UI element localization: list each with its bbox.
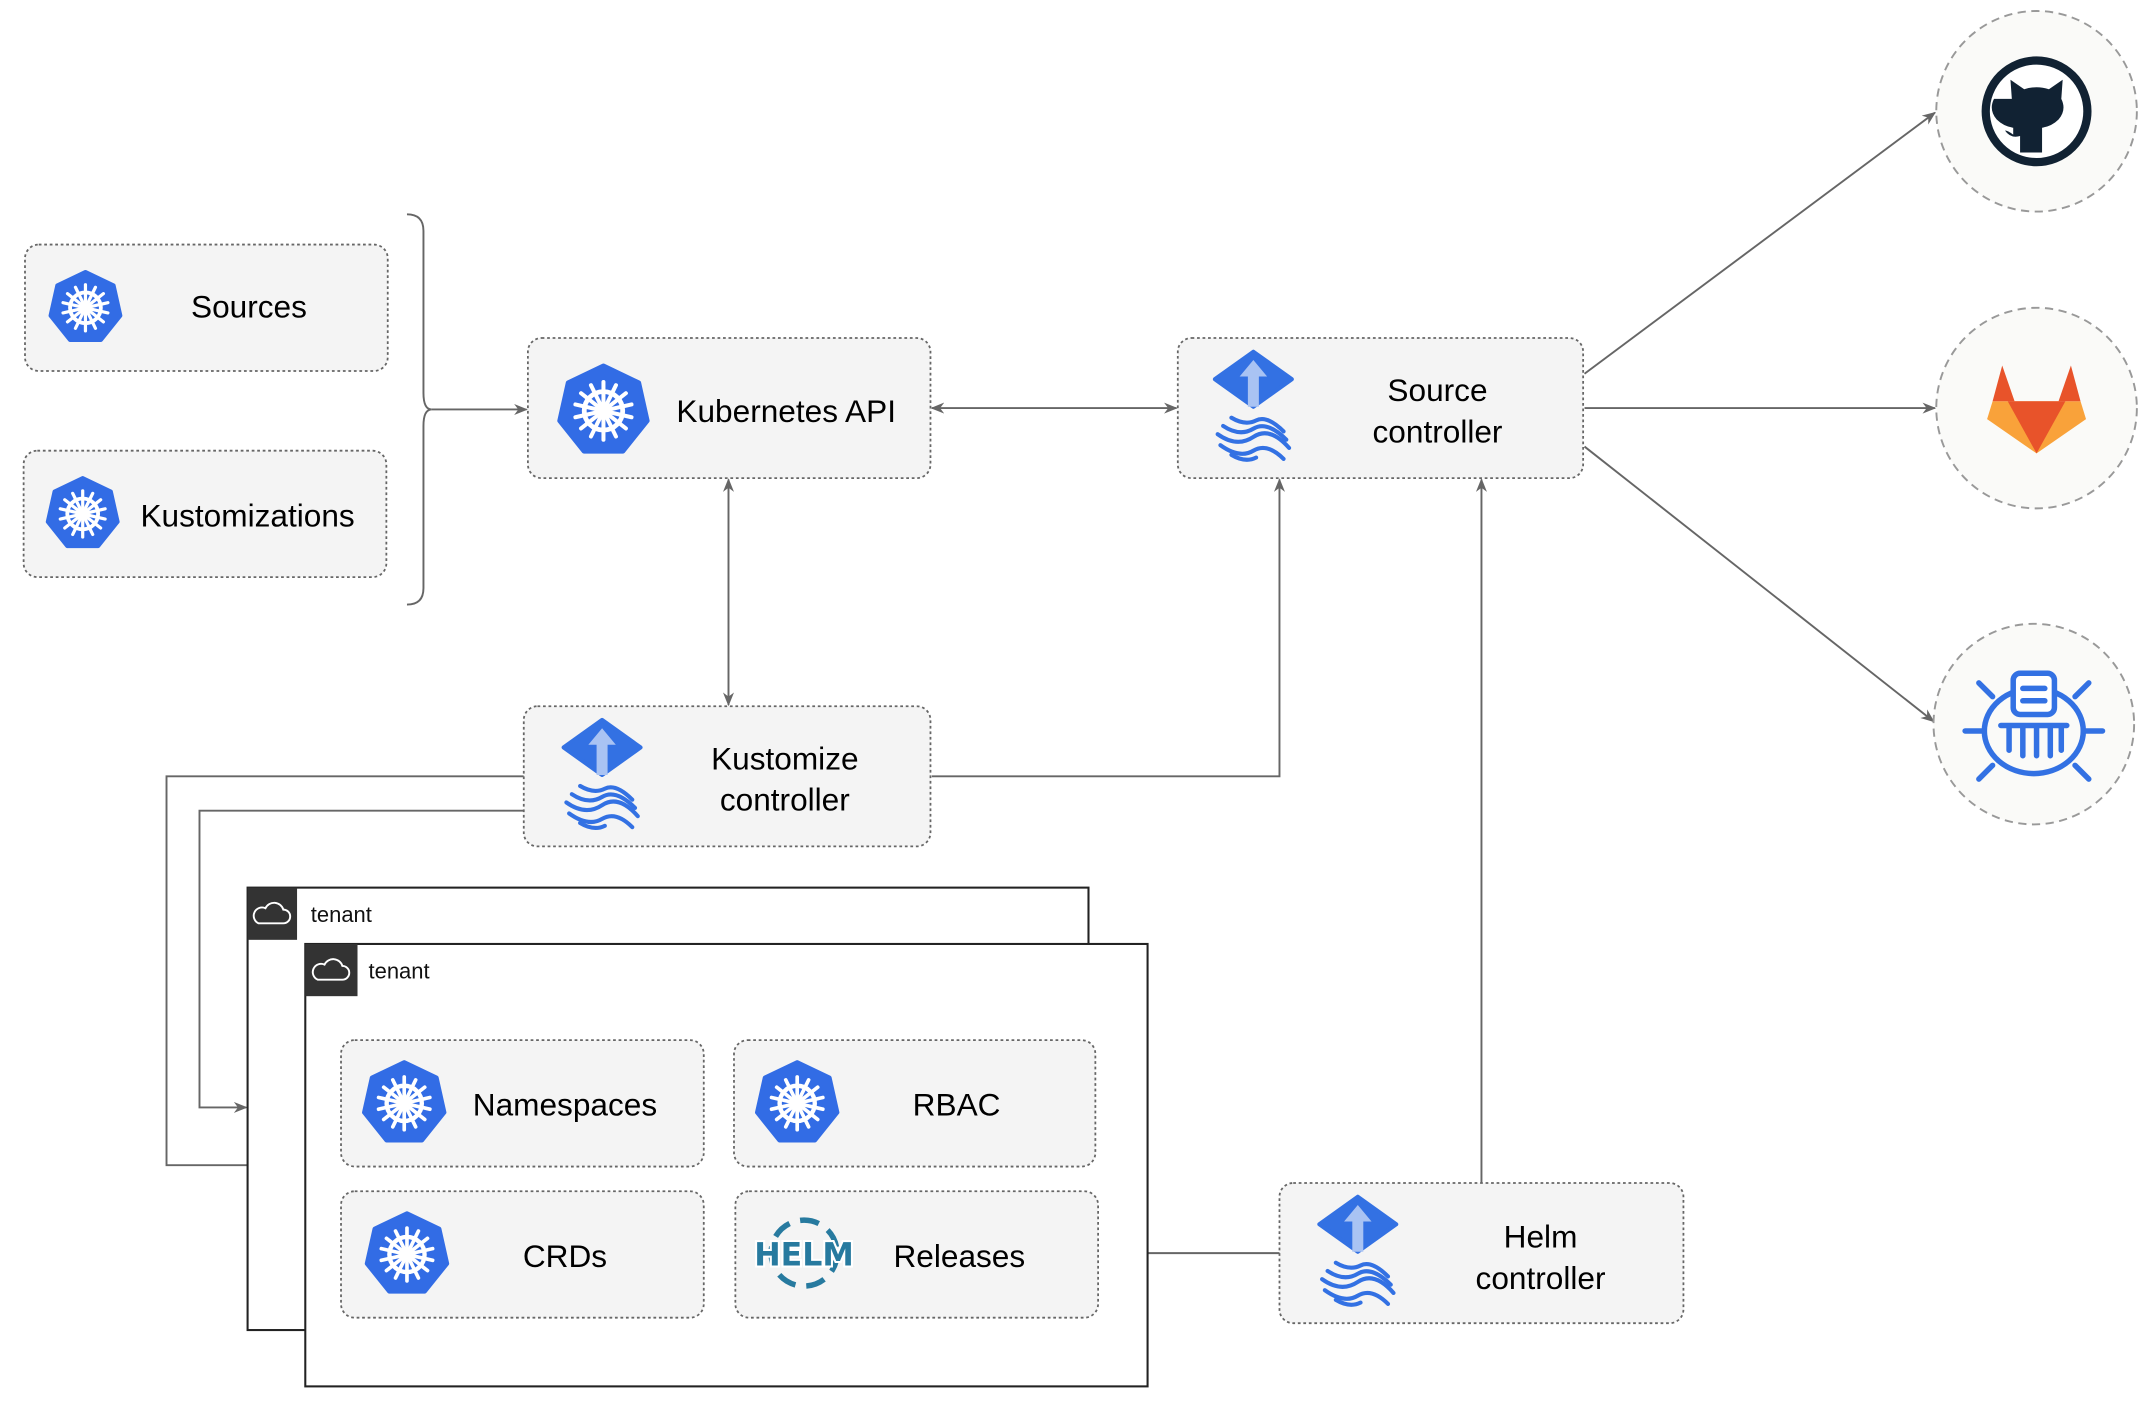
- edge-kustomize-to-tenant-1: [198, 809, 524, 1113]
- kustomizations-label: Kustomizations: [140, 497, 354, 533]
- kubernetes-icon: [45, 476, 120, 549]
- bucket-icon: [1962, 670, 2106, 782]
- helm-controller-label-2: controller: [1476, 1260, 1606, 1296]
- github-node[interactable]: [1935, 10, 2138, 213]
- namespaces-label: Namespaces: [473, 1087, 657, 1123]
- node-kustomize-controller[interactable]: Kustomize controller: [522, 705, 932, 848]
- releases-label: Releases: [893, 1238, 1025, 1274]
- sources-label: Sources: [191, 288, 307, 324]
- gitlab-node[interactable]: [1935, 306, 2138, 510]
- node-crds[interactable]: CRDs: [340, 1190, 705, 1319]
- node-releases[interactable]: HELM Releases: [734, 1190, 1099, 1319]
- helm-controller-label-1: Helm: [1504, 1219, 1578, 1255]
- kubernetes-icon: [757, 1062, 837, 1140]
- helm-logo-text: HELM: [754, 1237, 854, 1273]
- crds-label: CRDs: [523, 1238, 607, 1274]
- tenant-label: tenant: [311, 902, 372, 927]
- bucket-node[interactable]: [1932, 622, 2136, 826]
- cloud-icon: [311, 958, 351, 981]
- brace: [406, 213, 432, 606]
- node-helm-controller[interactable]: Helm controller: [1278, 1182, 1685, 1325]
- rbac-label: RBAC: [913, 1087, 1001, 1123]
- edges: [165, 111, 1937, 1259]
- kubernetes-icon: [560, 366, 648, 451]
- node-sources[interactable]: Sources: [24, 243, 389, 372]
- node-kustomizations[interactable]: Kustomizations: [22, 449, 388, 578]
- kubernetes-icon: [367, 1213, 447, 1291]
- gitlab-icon: [1987, 365, 2087, 454]
- kustomize-controller-label-2: controller: [720, 782, 850, 818]
- edge-kustomize-to-tenant-2: [165, 775, 524, 1171]
- kubernetes-icon: [364, 1062, 444, 1140]
- source-controller-label-2: controller: [1373, 413, 1503, 449]
- node-source-controller[interactable]: Source controller: [1176, 337, 1585, 480]
- github-icon: [1981, 56, 2092, 167]
- helm-icon: HELM: [752, 1217, 856, 1289]
- edge-source-to-bucket: [1583, 445, 1935, 723]
- tenant-label: tenant: [369, 958, 430, 983]
- node-rbac[interactable]: RBAC: [733, 1039, 1097, 1168]
- edge-source-to-github: [1583, 111, 1936, 375]
- kubernetes-icon: [48, 269, 123, 343]
- cloud-icon: [252, 901, 292, 925]
- node-kubernetes-api[interactable]: Kubernetes API: [526, 337, 932, 480]
- kubernetes-api-label: Kubernetes API: [676, 393, 896, 429]
- node-namespaces[interactable]: Namespaces: [340, 1039, 705, 1168]
- source-controller-label-1: Source: [1387, 372, 1487, 408]
- kustomize-controller-label-1: Kustomize: [711, 740, 858, 776]
- edge-kustomize-to-source: [931, 478, 1285, 778]
